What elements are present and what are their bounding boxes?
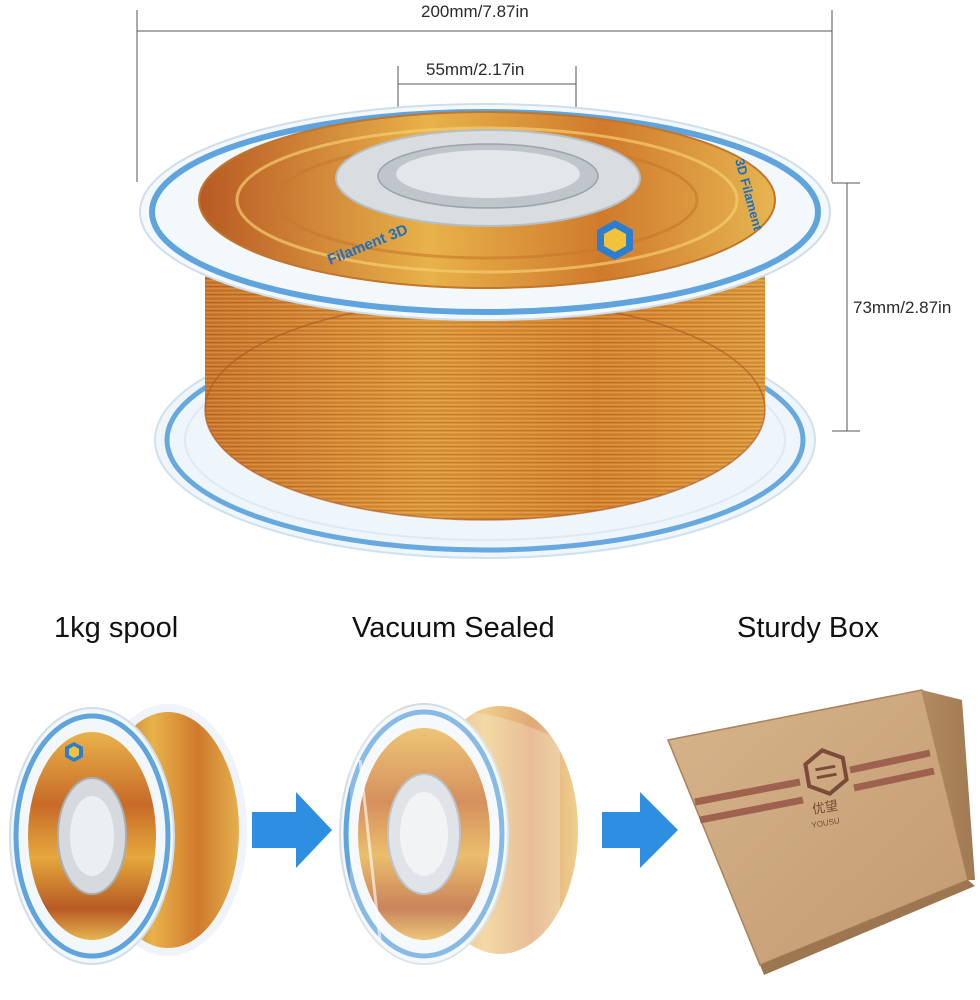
yousu-logo-icon bbox=[65, 742, 83, 762]
vacuum-sealed-spool bbox=[339, 703, 580, 968]
caption-vacuum: Vacuum Sealed bbox=[352, 612, 555, 644]
small-spool-1kg bbox=[9, 704, 247, 965]
dimension-width-line bbox=[832, 182, 860, 432]
arrow-right-icon bbox=[602, 792, 678, 868]
dimension-diameter-line bbox=[136, 10, 833, 182]
main-spool: Filament 3D 3D Filament bbox=[139, 103, 831, 559]
dimension-width-label: 73mm/2.87in bbox=[853, 298, 952, 317]
caption-box: Sturdy Box bbox=[737, 612, 879, 644]
box-brand-cn: 优望 bbox=[811, 798, 839, 818]
dimension-diameter-label: 200mm/7.87in bbox=[421, 2, 529, 21]
sturdy-box: 优望 YOUSU bbox=[666, 689, 975, 975]
yousu-logo-icon bbox=[597, 220, 633, 260]
arrow-right-icon bbox=[252, 792, 332, 868]
yousu-logo-icon bbox=[803, 748, 849, 796]
caption-spool: 1kg spool bbox=[54, 612, 179, 644]
dimension-hub-label: 55mm/2.17in bbox=[426, 60, 525, 79]
box-stripes bbox=[694, 749, 935, 824]
